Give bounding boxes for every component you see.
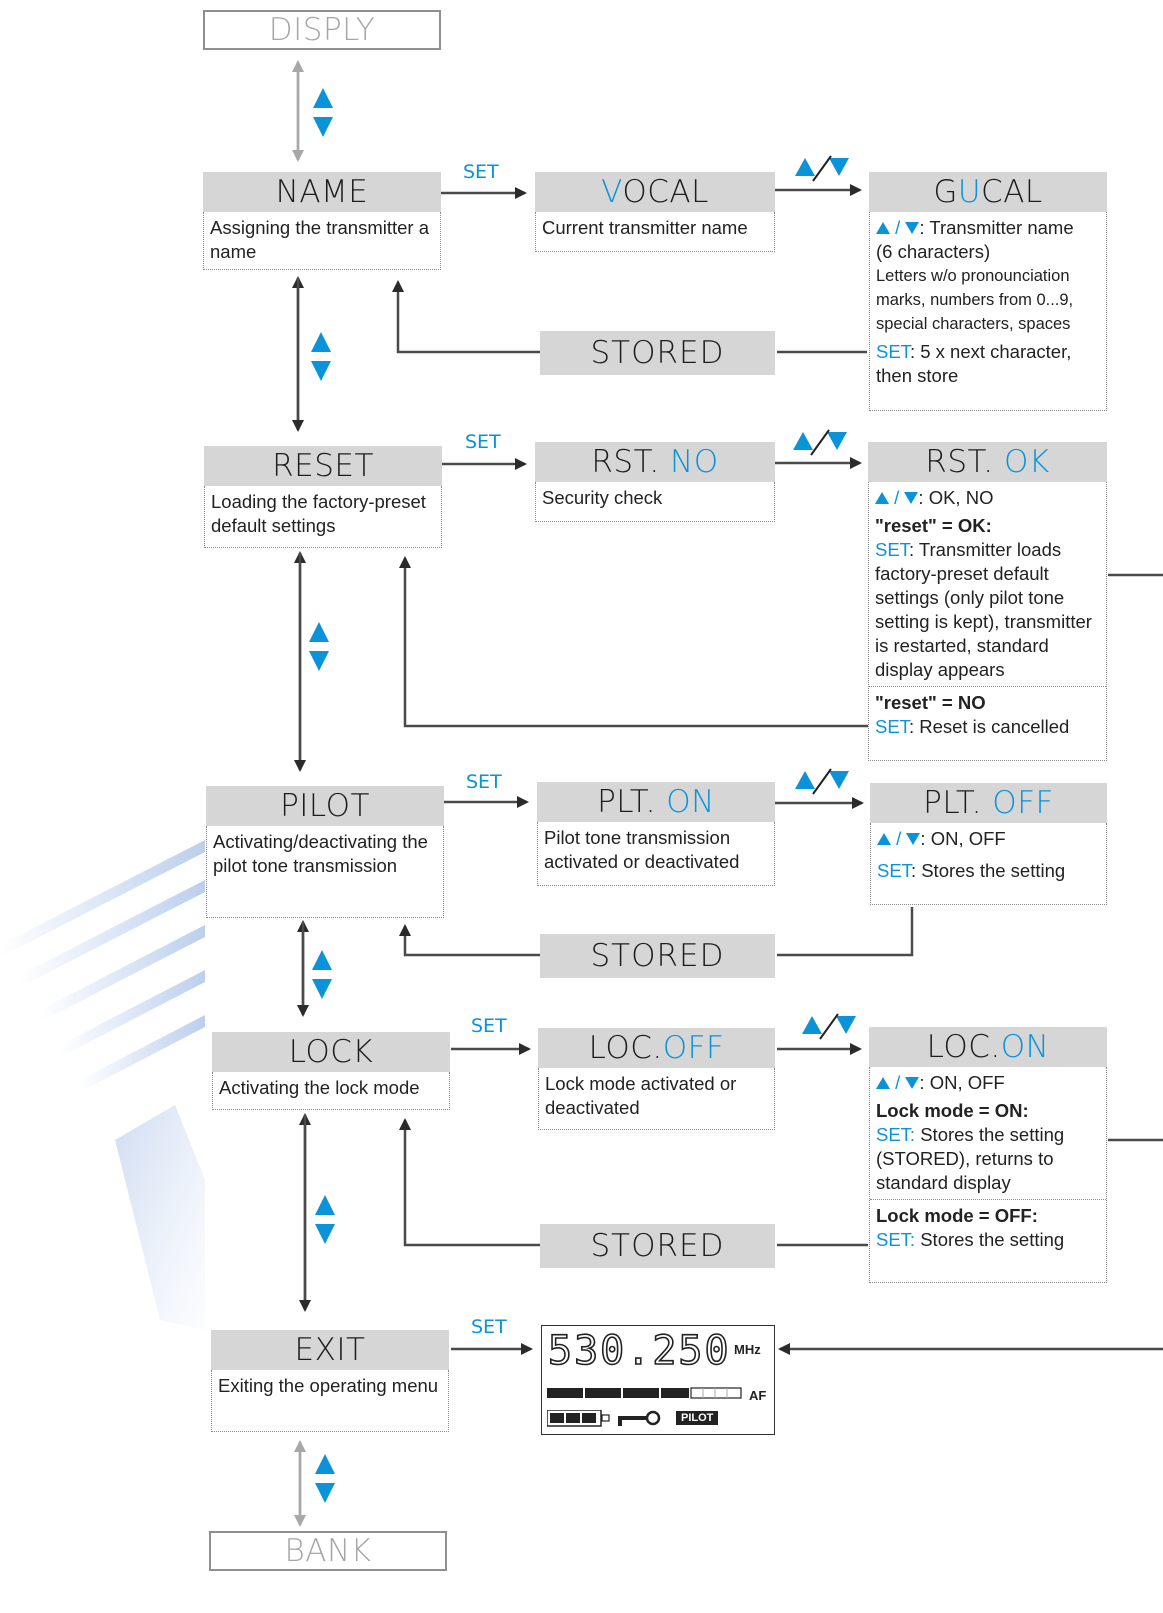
lock-off-description: Lock mode activated or deactivated xyxy=(538,1068,775,1130)
lock-description: Activating the lock mode xyxy=(212,1072,450,1110)
mhz-unit: MHz xyxy=(734,1342,761,1357)
lock-off-display: LOC.OFF xyxy=(538,1028,775,1068)
stored-pilot: STORED xyxy=(540,934,775,978)
reset-ok-display: RST. OK xyxy=(868,442,1107,482)
pilot-description: Activating/deactivating the pilot tone t… xyxy=(206,826,444,918)
standard-display-lcd: 530.250 MHz AF PILOT xyxy=(541,1325,775,1435)
pilot-menu-item[interactable]: PILOT xyxy=(206,786,444,826)
reset-ok-description: / : OK, NO "reset" = OK: SET: Transmitte… xyxy=(868,482,1107,761)
af-level-meter xyxy=(547,1387,742,1399)
pilot-on-display: PLT. ON xyxy=(537,782,775,822)
down-icon xyxy=(904,492,919,504)
stored-name: STORED xyxy=(540,331,775,375)
lock-on-description: / : ON, OFF Lock mode = ON: SET: Stores … xyxy=(869,1067,1107,1283)
pilot-off-display: PLT. OFF xyxy=(870,783,1107,823)
bank-menu-item[interactable]: BANK xyxy=(209,1531,447,1571)
exit-description: Exiting the operating menu xyxy=(211,1370,449,1432)
up-icon xyxy=(876,222,890,234)
name-current-description: Current transmitter name xyxy=(535,212,775,252)
stored-lock: STORED xyxy=(540,1224,775,1268)
name-edit-display: GUCAL xyxy=(869,172,1107,212)
af-label: AF xyxy=(749,1388,767,1403)
reset-no-display: RST. NO xyxy=(535,442,775,482)
pilot-indicator: PILOT xyxy=(676,1411,719,1425)
set-label-reset: SET xyxy=(465,431,501,453)
pilot-on-description: Pilot tone transmission activated or dea… xyxy=(537,822,775,886)
set-label-exit: SET xyxy=(471,1316,507,1338)
lock-on-display: LOC.ON xyxy=(869,1027,1107,1067)
name-edit-description: / : Transmitter name (6 characters) Lett… xyxy=(869,212,1107,411)
name-menu-item[interactable]: NAME xyxy=(203,172,441,212)
lock-menu-item[interactable]: LOCK xyxy=(212,1032,450,1072)
reset-security-description: Security check xyxy=(535,482,775,522)
set-label-pilot: SET xyxy=(466,771,502,793)
exit-menu-item[interactable]: EXIT xyxy=(211,1330,449,1370)
reset-menu-item[interactable]: RESET xyxy=(204,446,442,486)
set-label-name: SET xyxy=(463,161,499,183)
down-icon xyxy=(906,833,921,845)
up-icon xyxy=(876,1077,890,1089)
up-icon xyxy=(875,492,889,504)
reset-description: Loading the factory-preset default setti… xyxy=(204,486,442,548)
key-lock-icon xyxy=(618,1410,661,1426)
pilot-off-description: / : ON, OFF SET: Stores the setting xyxy=(870,823,1107,905)
battery-icon xyxy=(547,1410,610,1427)
up-icon xyxy=(877,833,891,845)
display-menu-item[interactable]: DISPLY xyxy=(203,10,441,50)
name-description: Assigning the transmitter a name xyxy=(203,212,441,270)
name-current-display: VOCAL xyxy=(535,172,775,212)
down-icon xyxy=(905,1077,920,1089)
down-icon xyxy=(905,222,920,234)
set-label-lock: SET xyxy=(471,1015,507,1037)
frequency-readout: 530.250 xyxy=(547,1327,731,1375)
